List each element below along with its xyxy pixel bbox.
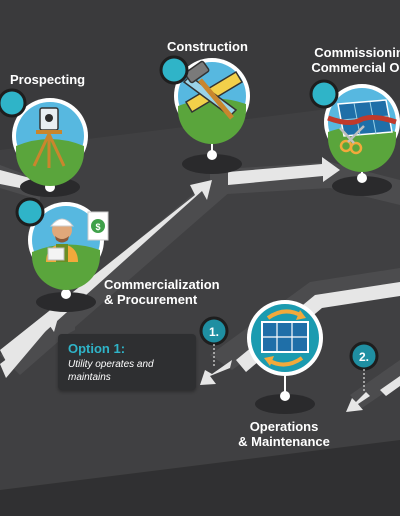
option1-badge [199, 316, 229, 368]
commissioning-label-line1: Commissioning [314, 45, 400, 60]
construction-label: Construction [167, 39, 248, 54]
commercialization-label: Commercialization & Procurement [104, 277, 220, 307]
operations-label-line2: & Maintenance [238, 434, 330, 449]
solar-panel-ribbon-scissors-icon [324, 84, 400, 172]
option1-description: Utility operates and maintains [68, 358, 154, 384]
surveyor-tripod-icon [12, 98, 88, 186]
construction-marker [159, 55, 189, 85]
option2-badge [349, 341, 379, 392]
commissioning-label: Commissioning Commercial Ope [288, 45, 400, 75]
prospecting-label: Prospecting [10, 72, 86, 87]
arrow-option1 [200, 360, 232, 385]
platform-edge [0, 440, 400, 516]
commercialization-label-line2: & Procurement [104, 292, 198, 307]
arrow-to-construction [0, 180, 212, 365]
arrow-to-commercialization [0, 318, 58, 378]
arrow-option2 [346, 392, 370, 412]
option1-number: 1. [209, 325, 219, 339]
commercialization-label-line1: Commercialization [104, 277, 220, 292]
option1-title: Option 1: [68, 341, 126, 356]
commissioning-marker [309, 79, 339, 109]
prospecting-marker [0, 88, 27, 118]
option1-callout: Option 1: Utility operates and maintains [58, 334, 196, 390]
option2-number: 2. [359, 350, 369, 364]
option1-description-line1: Utility operates and [68, 359, 154, 370]
worker-contract-icon: $ [28, 202, 109, 290]
option1-description-line2: maintains [68, 372, 111, 383]
arrow-to-commissioning [228, 157, 340, 185]
commercialization-marker [15, 197, 45, 227]
solar-panel-cycle-icon [247, 300, 323, 376]
svg-text:$: $ [95, 222, 100, 232]
operations-label: Operations & Maintenance [236, 419, 332, 449]
operations-label-line1: Operations [249, 419, 319, 434]
hammer-ruler-icon [174, 58, 250, 144]
commissioning-label-line2: Commercial Ope [311, 60, 400, 75]
arrow-to-operations [236, 282, 400, 372]
